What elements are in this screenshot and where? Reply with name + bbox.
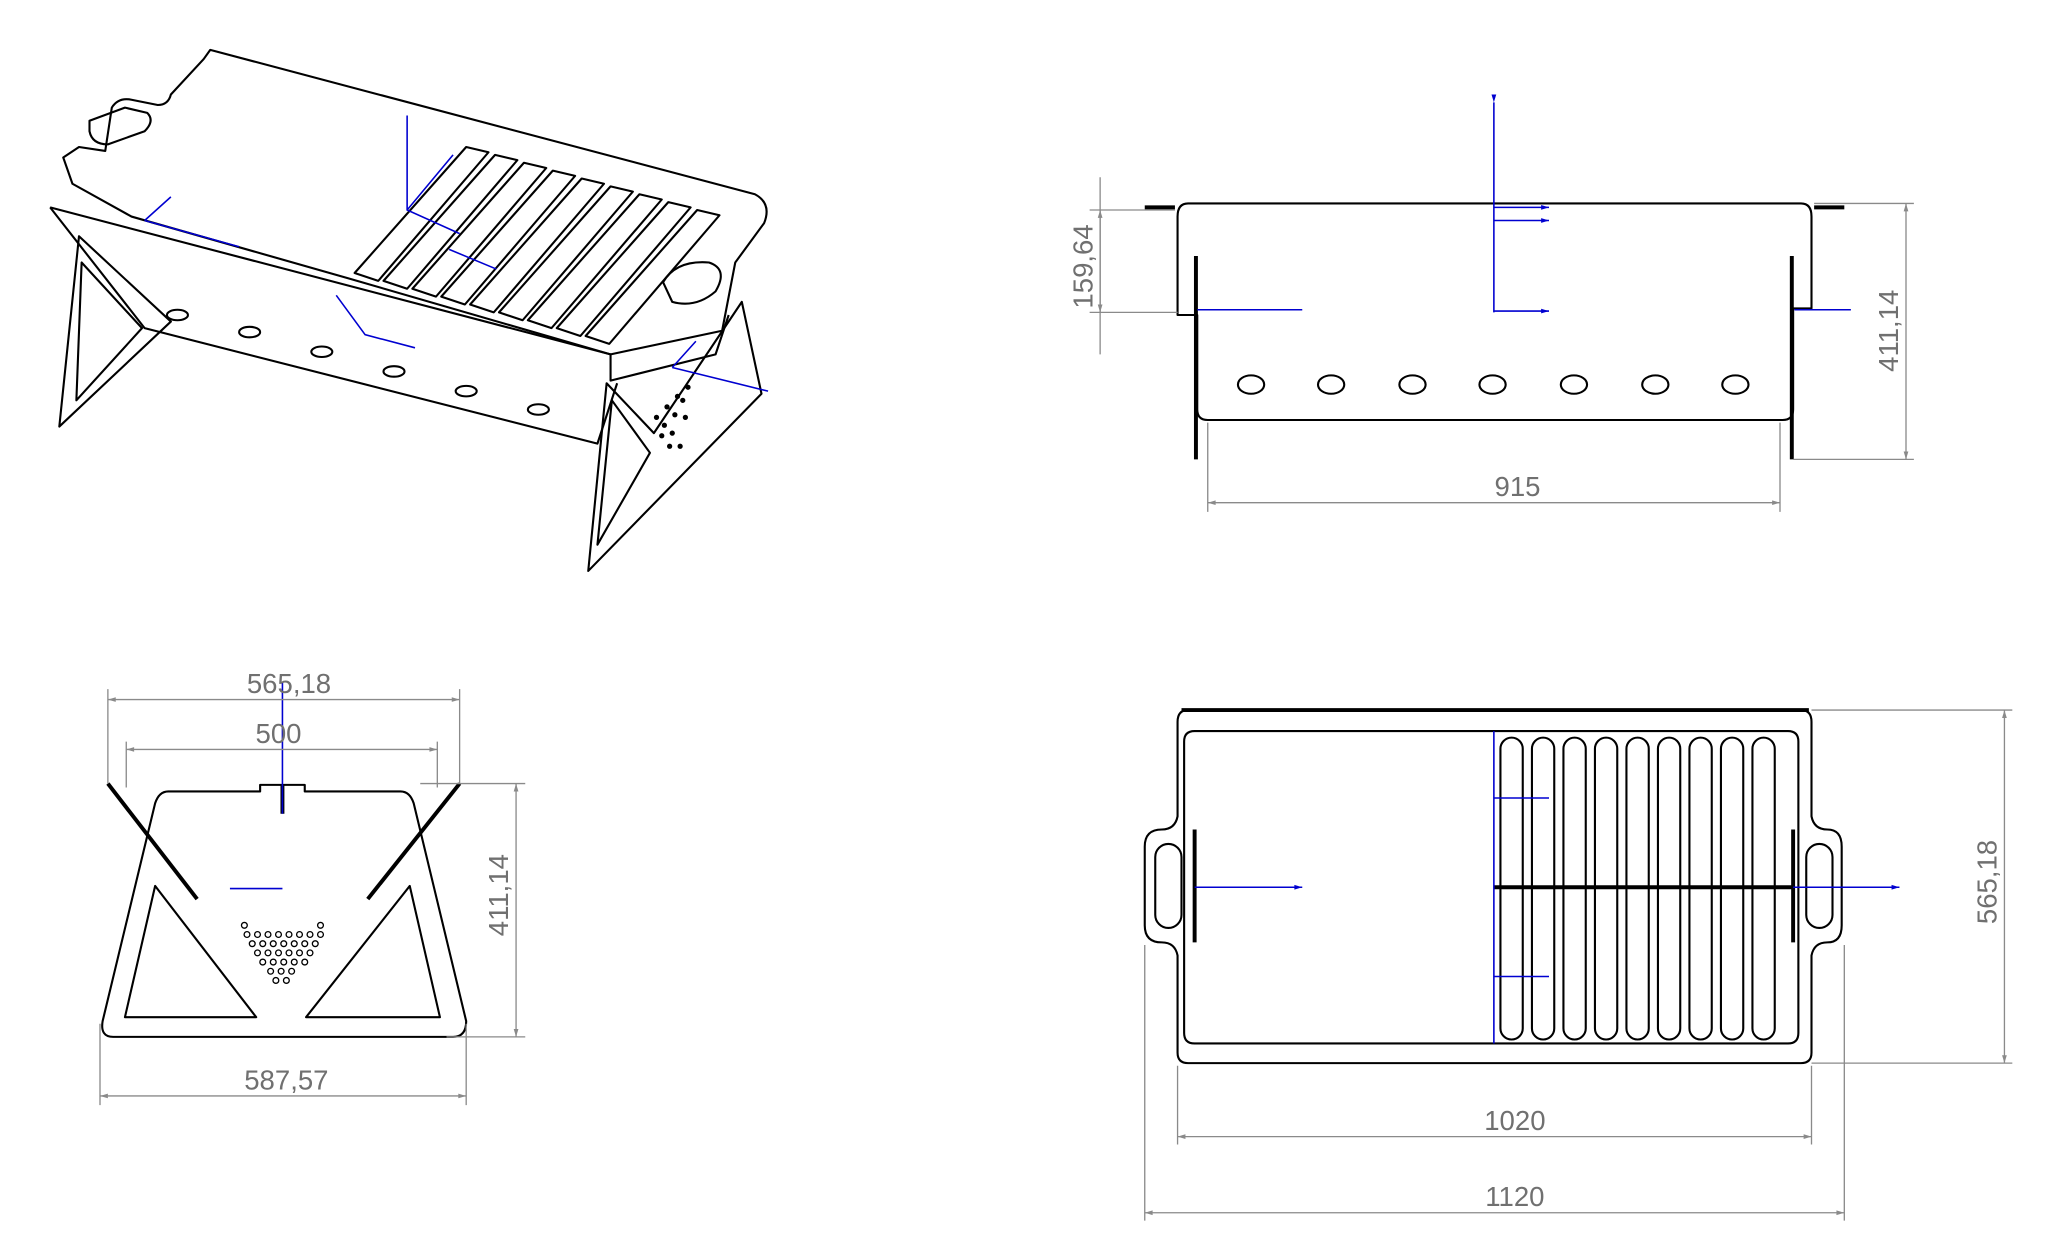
- grill-slots: [353, 145, 721, 345]
- dim-total-length: 1120: [1485, 1181, 1544, 1212]
- dim-inner-width: 915: [1495, 471, 1541, 502]
- side-holes: [165, 308, 550, 416]
- front-view: 159,64 411,14 915: [1067, 94, 1914, 512]
- vent-dots: [653, 384, 691, 449]
- dim-top-depth: 565,18: [1972, 840, 2003, 924]
- dim-side-bottom-width: 587,57: [244, 1064, 328, 1095]
- dim-front-height: 411,14: [1873, 290, 1904, 372]
- dim-handle-height: 159,64: [1067, 224, 1098, 308]
- dim-body-length: 1020: [1484, 1105, 1545, 1136]
- dim-side-top-width: 565,18: [247, 668, 331, 699]
- side-view: 565,18 500 411,14 587,57: [99, 668, 526, 1106]
- dim-side-inner-width: 500: [256, 718, 302, 749]
- isometric-view: [49, 48, 769, 572]
- front-holes: [1236, 374, 1750, 395]
- axis-markers: [144, 115, 769, 392]
- dim-side-height: 411,14: [483, 854, 514, 936]
- top-view: 565,18 1020 1120: [1143, 708, 2013, 1221]
- vent-heart: [240, 921, 325, 984]
- top-grill-slots: [1499, 736, 1776, 1041]
